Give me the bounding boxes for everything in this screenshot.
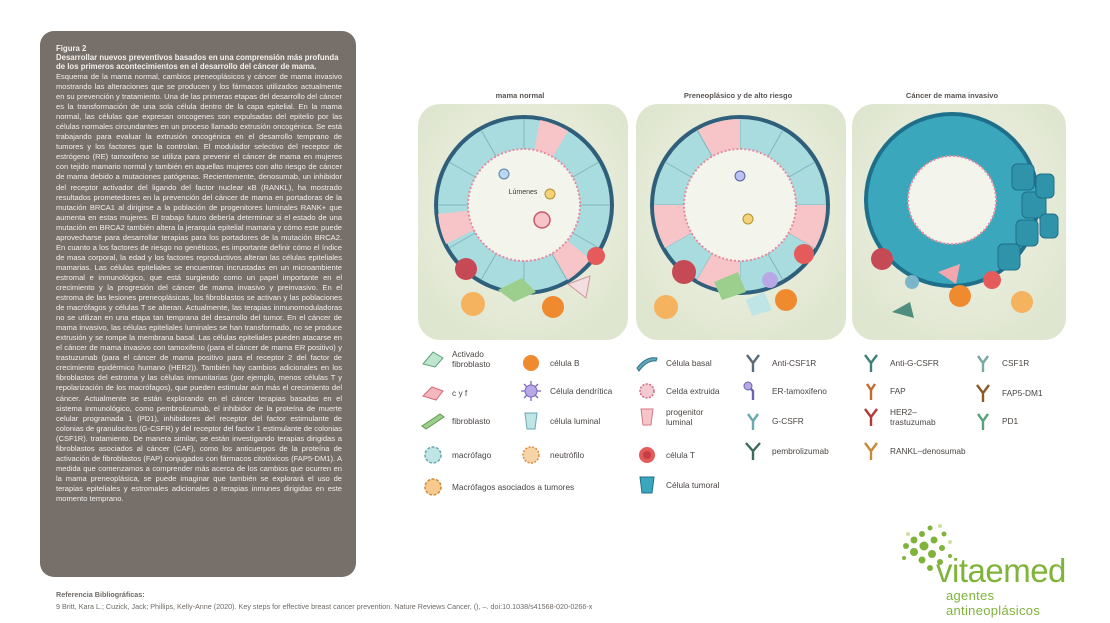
breast-tissue-illustration: Lúmenes [418,104,1066,340]
panel-normal [418,104,628,340]
er-tamoxifen-icon [740,380,766,402]
legend-tumour-cell: Célula tumoral [634,474,720,496]
logo-brand: vitaemed [936,552,1066,590]
reference-title: Referencia Bibliográficas: [56,589,696,601]
legend-gcsfr: G-CSFR [740,410,804,432]
legend-cyf: c y f [420,382,467,404]
activated-fibroblast-icon [420,348,446,370]
anti-gcsfr-icon [858,352,884,374]
legend-basal-cell: Célula basal [634,352,712,374]
legend-anti-gcsfr: Anti-G-CSFR [858,352,939,374]
reference-citation: 9 Britt, Kara L.; Cuzick, Jack; Phillips… [56,601,696,613]
figure-caption-card: Figura 2 Desarrollar nuevos preventivos … [40,31,356,577]
panel-title-invasive: Cáncer de mama invasivo [852,91,1052,100]
legend: Activado fibroblasto c y f fibroblasto m… [420,348,1080,498]
anti-csf1r-icon [740,352,766,374]
legend-pembrolizumab: pembrolizumab [740,440,829,462]
fap5-dm1-icon [970,382,996,404]
cyf-icon [420,382,446,404]
bibliographic-reference: Referencia Bibliográficas: 9 Britt, Kara… [56,589,696,613]
panel-preneoplastic [636,104,846,340]
figure-description: Esquema de la mama normal, cambios prene… [56,72,342,504]
fap-icon [858,380,884,402]
basal-cell-icon [634,352,660,374]
legend-luminal-cell: célula luminal [518,410,600,432]
legend-dendritic-cell: Célula dendrítica [518,380,612,402]
luminal-cell-icon [518,410,544,432]
csf1r-icon [970,352,996,374]
tumour-cell-icon [634,474,660,496]
legend-extruded-cell: Celda extruida [634,380,720,402]
t-cell-icon [634,444,660,466]
dendritic-cell-icon [518,380,544,402]
extruded-cell-icon [634,380,660,402]
panel-title-normal: mama normal [420,91,620,100]
rankl-denosumab-icon [858,440,884,462]
legend-her2-trastuzumab: HER2–trastuzumab [858,406,950,428]
figure-title: Desarrollar nuevos preventivos basados e… [56,53,342,71]
b-cell-icon [518,352,544,374]
neutrophil-icon [518,444,544,466]
pembrolizumab-icon [740,440,766,462]
legend-luminal-progenitor: progenitor luminal [634,406,718,428]
pd1-icon [970,410,996,432]
legend-fap: FAP [858,380,906,402]
fibroblast-icon [420,410,446,432]
figure-label: Figura 2 [56,44,342,53]
legend-neutrophil: neutrófilo [518,444,584,466]
gcsfr-icon [740,410,766,432]
legend-activated-fibroblast: Activado fibroblasto [420,348,504,370]
legend-fap5-dm1: FAP5-DM1 [970,382,1043,404]
vitaemed-logo: vitaemed agentes antineoplásicos [900,522,1085,606]
her2-trastuzumab-icon [858,406,884,428]
lumen-label: Lúmenes [509,189,538,196]
legend-fibroblast: fibroblasto [420,410,490,432]
legend-er-tamoxifen: ER-tamoxifeno [740,380,827,402]
legend-macrophage: macrófago [420,444,491,466]
panel-invasive [852,104,1066,340]
legend-csf1r: CSF1R [970,352,1029,374]
macrophage-icon [420,444,446,466]
legend-t-cell: célula T [634,444,695,466]
tam-icon [420,476,446,498]
legend-rankl-denosumab: RANKL–denosumab [858,440,966,462]
legend-b-cell: célula B [518,352,580,374]
logo-tagline: agentes antineoplásicos [946,588,1085,618]
panel-title-preneoplastic: Preneoplásico y de alto riesgo [638,91,838,100]
legend-pd1: PD1 [970,410,1018,432]
legend-tam: Macrófagos asociados a tumores [420,476,574,498]
legend-anti-csf1r: Anti-CSF1R [740,352,816,374]
luminal-progenitor-icon [634,406,660,428]
